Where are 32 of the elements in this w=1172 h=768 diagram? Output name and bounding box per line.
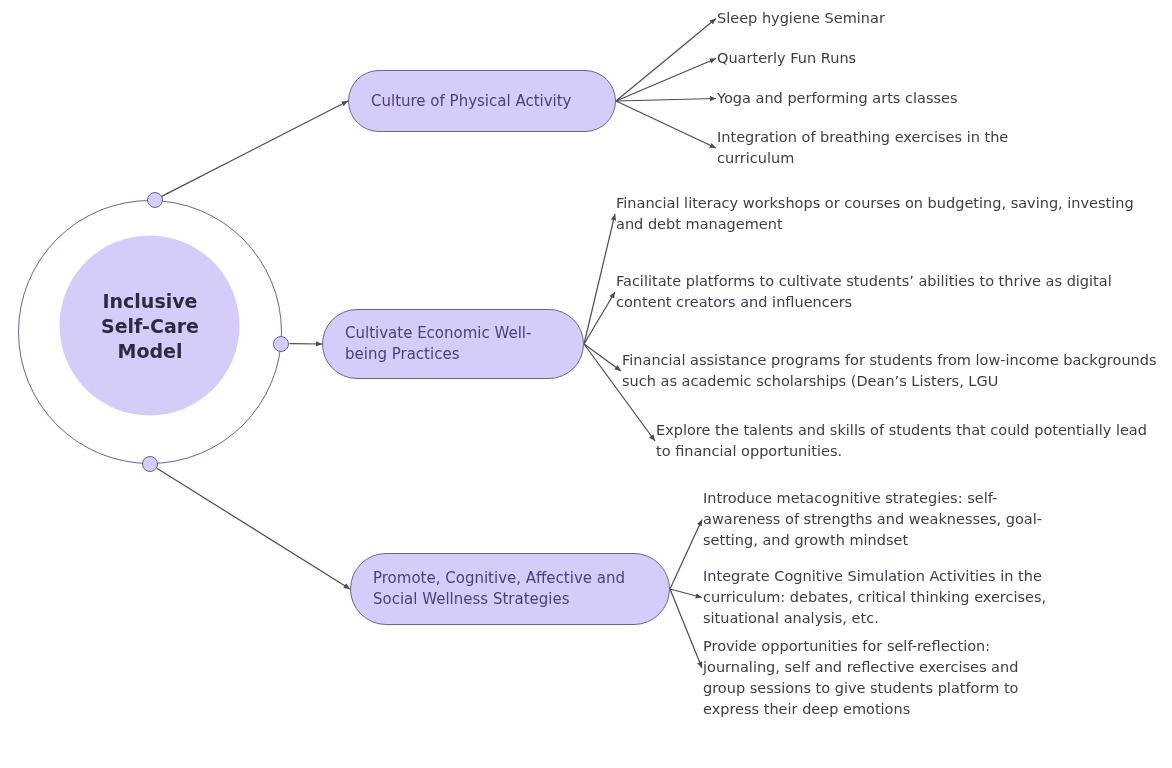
topic-pill bbox=[322, 309, 584, 379]
connector-dot bbox=[146, 192, 163, 209]
list-item-text: Sleep hygiene Seminar bbox=[717, 8, 1017, 29]
connector-dot bbox=[142, 456, 158, 472]
arrow bbox=[583, 291, 616, 345]
arrow bbox=[615, 17, 717, 102]
topic-label: Promote, Cognitive, Affective and Social Wellness Strategies bbox=[373, 568, 626, 610]
hub-title: Inclusive Self-Care Model bbox=[100, 288, 200, 364]
list-item-text: Quarterly Fun Runs bbox=[717, 48, 1017, 69]
topic-label: Cultivate Economic Well-being Practices bbox=[345, 323, 533, 365]
arrow bbox=[669, 588, 703, 599]
list-item-text: Introduce metacognitive strategies: self-awareness of strengths and weaknesses, goal-setting, and growth mindset bbox=[703, 488, 1048, 551]
arrow bbox=[615, 57, 717, 102]
list-item-text: Explore the talents and skills of students that could potentially lead to financial opportunities. bbox=[656, 420, 1156, 462]
list-item-text: Financial literacy workshops or courses on budgeting, saving, investing and debt management bbox=[616, 193, 1161, 235]
topic-label: Culture of Physical Activity bbox=[371, 90, 572, 112]
arrow bbox=[583, 343, 656, 442]
arrow bbox=[669, 518, 703, 590]
arrow bbox=[156, 467, 351, 590]
arrow bbox=[161, 100, 349, 197]
connector-dot bbox=[273, 335, 290, 352]
arrow bbox=[615, 95, 717, 102]
arrow bbox=[288, 341, 323, 347]
list-item-text: Facilitate platforms to cultivate students’ abilities to thrive as digital content creators and influencers bbox=[616, 271, 1161, 313]
list-item-text: Integrate Cognitive Simulation Activities in the curriculum: debates, critical thinking exercises, situational analysis, etc. bbox=[703, 566, 1048, 629]
list-item-text: Financial assistance programs for students from low-income backgrounds such as academic scholarships (Dean’s Listers, LGU bbox=[622, 350, 1157, 392]
list-item-text: Integration of breathing exercises in the curriculum bbox=[717, 127, 1017, 169]
arrow bbox=[615, 100, 717, 149]
list-item-text: Yoga and performing arts classes bbox=[717, 88, 1037, 109]
list-item-text: Provide opportunities for self-reflection: journaling, self and reflective exercises and group sessions to give students platform to express their deep emotions bbox=[703, 636, 1048, 720]
arrow bbox=[583, 343, 622, 372]
arrow bbox=[669, 588, 703, 669]
